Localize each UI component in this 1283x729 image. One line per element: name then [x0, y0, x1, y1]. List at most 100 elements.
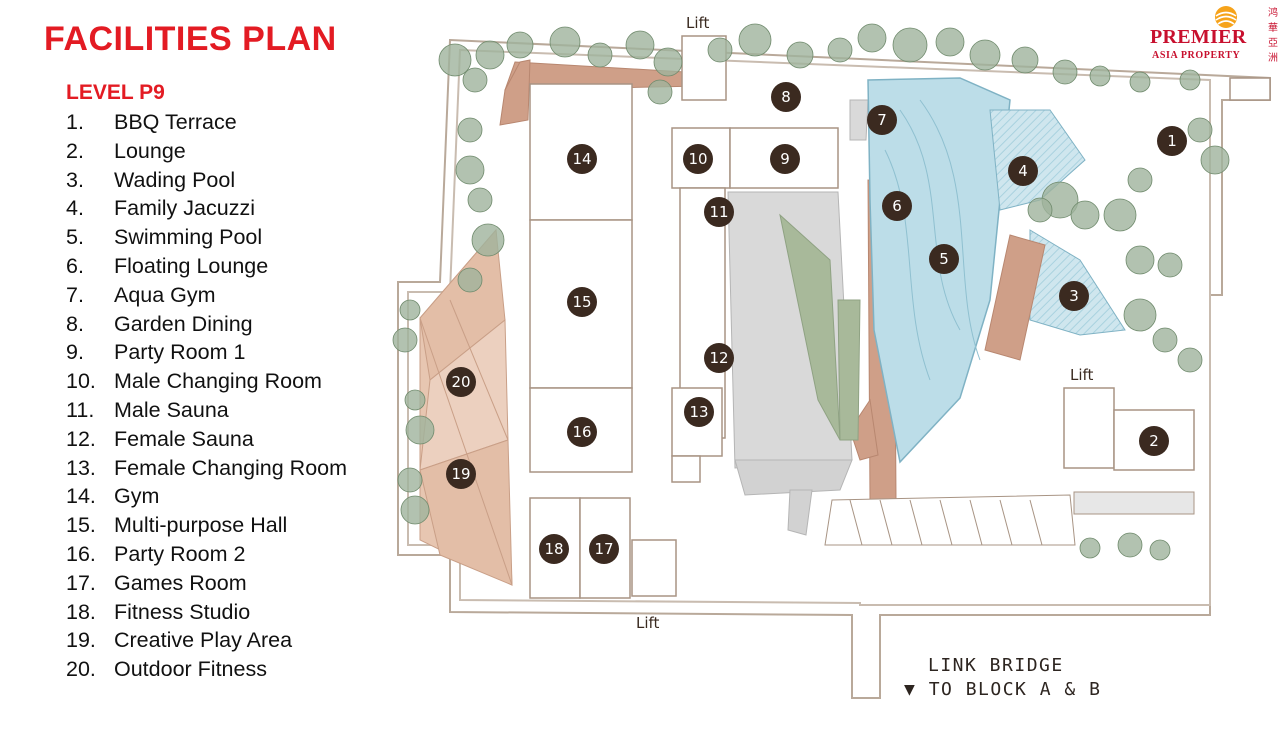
- legend-number: 8.: [66, 311, 84, 336]
- legend-number: 3.: [66, 167, 84, 192]
- facility-marker-13: 13: [684, 397, 714, 427]
- marker-number: 2: [1149, 432, 1159, 450]
- tree-icon: [1089, 65, 1111, 87]
- marker-circle: [539, 534, 569, 564]
- marker-circle: [1157, 126, 1187, 156]
- legend-item: 3.Wading Pool: [66, 166, 347, 195]
- brand-subtitle: ASIA PROPERTY: [1152, 50, 1241, 61]
- link-bridge-line2-text: TO BLOCK A & B: [928, 679, 1102, 700]
- tree-icon: [1070, 200, 1100, 230]
- tree-icon: [857, 23, 887, 53]
- legend-label: Fitness Studio: [114, 599, 251, 624]
- marker-number: 18: [544, 540, 563, 558]
- marker-number: 1: [1167, 132, 1177, 150]
- tree-icon: [404, 389, 426, 411]
- tree-icon: [392, 327, 418, 353]
- legend-number: 9.: [66, 340, 84, 365]
- tree-icon: [399, 299, 421, 321]
- tree-icon: [707, 37, 733, 63]
- tree-icon: [462, 67, 488, 93]
- facility-marker-1: 1: [1157, 126, 1187, 156]
- brand-chinese: 鸿華亞洲: [1268, 8, 1278, 64]
- legend-number: 16.: [66, 541, 96, 566]
- marker-circle: [1008, 156, 1038, 186]
- legend-label: Creative Play Area: [114, 628, 293, 653]
- marker-number: 8: [781, 88, 791, 106]
- legend-number: 13.: [66, 455, 96, 480]
- legend-item: 17.Games Room: [66, 569, 347, 598]
- legend-number: 12.: [66, 426, 96, 451]
- marker-number: 6: [892, 197, 902, 215]
- marker-circle: [446, 459, 476, 489]
- marker-number: 10: [688, 150, 707, 168]
- tree-icon: [1052, 59, 1078, 85]
- courtyard: [727, 99, 869, 536]
- facility-marker-18: 18: [539, 534, 569, 564]
- facility-marker-9: 9: [770, 144, 800, 174]
- tree-icon: [653, 47, 683, 77]
- lift-label-bottom: Lift: [636, 614, 660, 632]
- lift-label-top: Lift: [686, 14, 710, 32]
- legend-number: 11.: [66, 397, 95, 422]
- facility-marker-8: 8: [771, 82, 801, 112]
- legend-number: 2.: [66, 138, 84, 163]
- legend-number: 15.: [66, 513, 96, 538]
- legend-number: 19.: [66, 628, 96, 653]
- legend-item: 2.Lounge: [66, 137, 347, 166]
- marker-number: 4: [1018, 162, 1028, 180]
- marker-number: 14: [572, 150, 591, 168]
- tree-icon: [397, 467, 423, 493]
- facility-marker-17: 17: [589, 534, 619, 564]
- colonnade: [824, 491, 1195, 546]
- tree-icon: [400, 495, 430, 525]
- legend-label: Outdoor Fitness: [114, 657, 267, 682]
- tree-icon: [1129, 71, 1151, 93]
- marker-circle: [771, 82, 801, 112]
- legend-label: Swimming Pool: [114, 225, 263, 250]
- tree-icon: [475, 40, 505, 70]
- facility-marker-5: 5: [929, 244, 959, 274]
- legend-number: 18.: [66, 599, 96, 624]
- tree-icon: [438, 43, 472, 77]
- marker-number: 11: [709, 203, 728, 221]
- marker-number: 12: [709, 349, 728, 367]
- tree-icon: [1187, 117, 1213, 143]
- tree-icon: [471, 223, 505, 257]
- legend-item: 1.BBQ Terrace: [66, 108, 347, 137]
- lift-label-right: Lift: [1070, 366, 1094, 384]
- marker-circle: [1059, 281, 1089, 311]
- facility-marker-14: 14: [567, 144, 597, 174]
- legend-item: 13.Female Changing Room: [66, 454, 347, 483]
- marker-number: 9: [780, 150, 790, 168]
- tree-icon: [1157, 252, 1183, 278]
- sun-logo-icon: [1215, 6, 1237, 28]
- tree-icon: [786, 41, 814, 69]
- brand-name: PREMIER: [1150, 26, 1247, 48]
- tree-icon: [457, 267, 483, 293]
- facility-marker-2: 2: [1139, 426, 1169, 456]
- tree-icon: [1200, 145, 1230, 175]
- legend-label: Party Room 2: [114, 541, 246, 566]
- legend-label: Multi-purpose Hall: [114, 513, 288, 538]
- legend-number: 14.: [66, 484, 96, 509]
- marker-number: 13: [689, 403, 708, 421]
- tree-icon: [1125, 245, 1155, 275]
- tree-icon: [1127, 167, 1153, 193]
- building-blocks: [529, 35, 1271, 599]
- marker-number: 19: [451, 465, 470, 483]
- marker-number: 7: [877, 111, 887, 129]
- tree-icon: [625, 30, 655, 60]
- tree-icon: [1149, 539, 1171, 561]
- marker-circle: [683, 144, 713, 174]
- facility-marker-7: 7: [867, 105, 897, 135]
- legend-label: Female Sauna: [114, 426, 254, 451]
- tree-icon: [457, 117, 483, 143]
- link-bridge-line1: LINK BRIDGE: [928, 655, 1064, 676]
- link-bridge-line2: ▼ TO BLOCK A & B: [904, 678, 1101, 702]
- marker-circle: [446, 367, 476, 397]
- page-title: FACILITIES PLAN: [44, 20, 337, 58]
- legend-label: BBQ Terrace: [114, 110, 237, 134]
- legend-item: 12. Female Sauna: [66, 425, 347, 454]
- legend-number: 6.: [66, 253, 84, 278]
